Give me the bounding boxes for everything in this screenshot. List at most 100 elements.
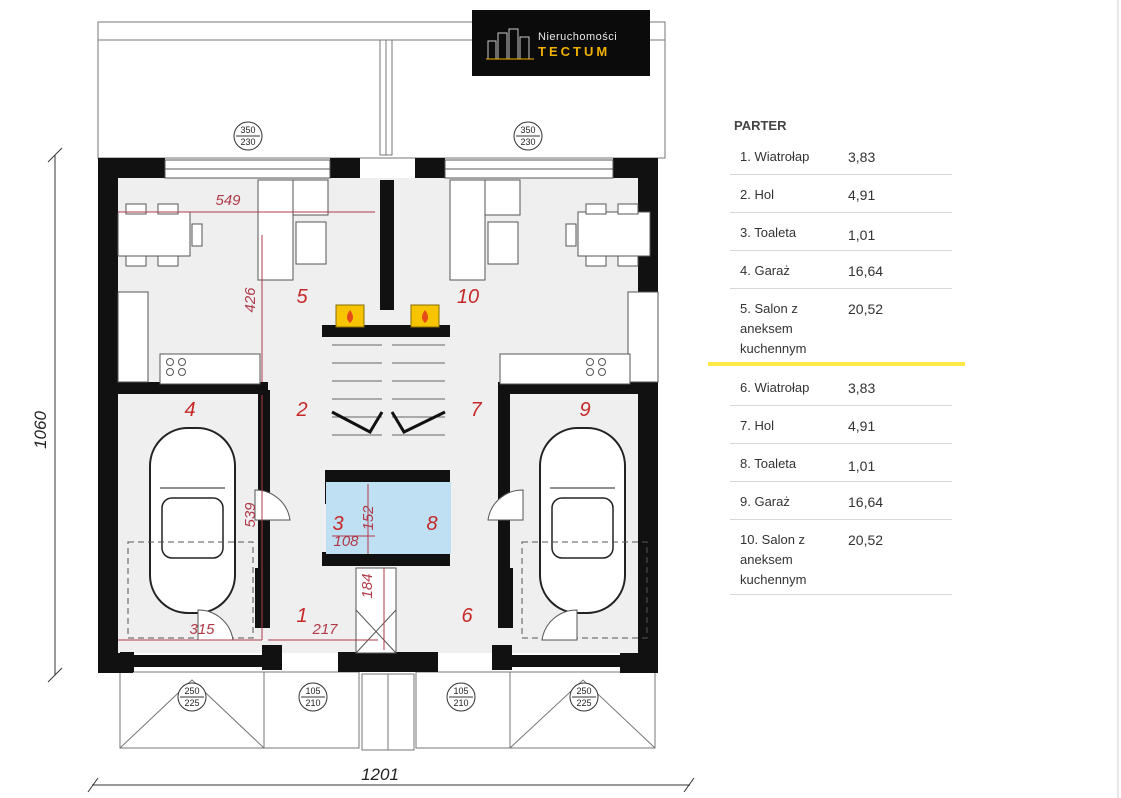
sofa-side — [449, 179, 486, 281]
dimension-label-kitchen_width: 549 — [215, 192, 241, 209]
stove-burner — [178, 358, 186, 366]
kitchen-counter — [117, 291, 149, 383]
logo-top-text: Nieruchomości — [538, 31, 618, 43]
walls — [98, 158, 658, 673]
dimensions — [118, 211, 385, 650]
room-number: 9 — [579, 399, 590, 421]
legend-room-area: 4,91 — [848, 187, 876, 203]
flame-icon — [422, 310, 428, 323]
legend-room-area: 1,01 — [848, 458, 876, 474]
dimension-label-wc_depth: 108 — [333, 533, 359, 550]
dimension-label-garage_width: 315 — [189, 621, 215, 638]
chair — [565, 223, 577, 247]
legend-room-area: 4,91 — [848, 418, 876, 434]
logo-main-text: TECTUM — [538, 44, 611, 59]
window-tag-width: 250 — [184, 686, 199, 696]
dining-table — [577, 211, 651, 257]
door-swing — [541, 609, 578, 641]
stairs — [331, 344, 446, 436]
room-number: 4 — [184, 399, 195, 421]
wardrobe-diagonal — [355, 609, 397, 654]
chair — [157, 203, 179, 215]
stove-burner — [166, 368, 174, 376]
wall-segment — [133, 655, 263, 667]
door-swing — [487, 489, 524, 521]
window-tag-height: 225 — [576, 698, 591, 708]
stair-arrow — [331, 410, 384, 434]
garage-door-track — [521, 541, 648, 639]
room-number: 7 — [470, 399, 482, 421]
overall-dimensions — [47, 147, 695, 793]
legend-room-name: 8. Toaleta — [740, 456, 797, 471]
wall-segment — [338, 652, 438, 672]
dimension-label-garage_depth: 539 — [242, 502, 259, 528]
legend-room-area: 20,52 — [848, 301, 884, 317]
legend-divider-highlight — [708, 362, 965, 366]
chair — [125, 203, 147, 215]
wall-segment — [98, 158, 165, 178]
wall-segment — [613, 158, 658, 178]
overall-height-label: 1060 — [31, 411, 50, 449]
room-number: 3 — [332, 513, 343, 535]
chair — [617, 203, 639, 215]
car-icon — [539, 427, 626, 614]
wall-segment — [325, 470, 450, 484]
kitchen-counter — [627, 291, 659, 383]
legend-room-area: 16,64 — [848, 494, 884, 510]
legend-room-name: 9. Garaż — [740, 494, 790, 509]
top-windows — [164, 159, 614, 179]
stove-burner — [598, 368, 606, 376]
wardrobe — [355, 567, 397, 654]
chair — [617, 255, 639, 267]
door-swing — [254, 489, 291, 521]
stove-burner — [586, 358, 594, 366]
wall-segment — [330, 158, 360, 178]
legend-title: PARTER — [734, 118, 787, 133]
wall-segment — [118, 382, 268, 394]
room-number: 2 — [295, 399, 307, 421]
stove-burner — [586, 368, 594, 376]
room-number: 8 — [426, 513, 437, 535]
legend-room-area: 1,01 — [848, 227, 876, 243]
page-edge — [1117, 0, 1119, 798]
coffee-table — [295, 221, 327, 265]
wall-segment — [498, 568, 513, 628]
kitchen-counter — [159, 353, 261, 385]
window-tag-height: 225 — [184, 698, 199, 708]
dining-table — [117, 211, 191, 257]
flame-icon — [347, 310, 353, 323]
window-tag-height: 230 — [520, 137, 535, 147]
sofa-side — [257, 179, 294, 281]
window-tag-height: 230 — [240, 137, 255, 147]
legend-room-name: 1. Wiatrołap — [740, 149, 810, 164]
tectum-logo: Nieruchomości TECTUM — [472, 10, 650, 76]
window-tag-width: 105 — [453, 686, 468, 696]
building-logo-icon — [486, 28, 534, 60]
wall-segment — [498, 395, 510, 570]
dimension-label-hall_width: 217 — [311, 621, 338, 638]
chair — [585, 255, 607, 267]
legend-room-name: 5. Salon z aneksem kuchennym — [740, 301, 807, 356]
window-tag-width: 350 — [240, 125, 255, 135]
wall-segment — [322, 325, 450, 337]
wall-segment — [498, 382, 658, 394]
dimension-label-living_depth: 426 — [242, 287, 259, 313]
wall-segment — [643, 652, 657, 672]
wall-segment — [258, 395, 270, 570]
room-number: 6 — [461, 605, 473, 627]
stove-burner — [166, 358, 174, 366]
wall-segment — [120, 652, 134, 672]
